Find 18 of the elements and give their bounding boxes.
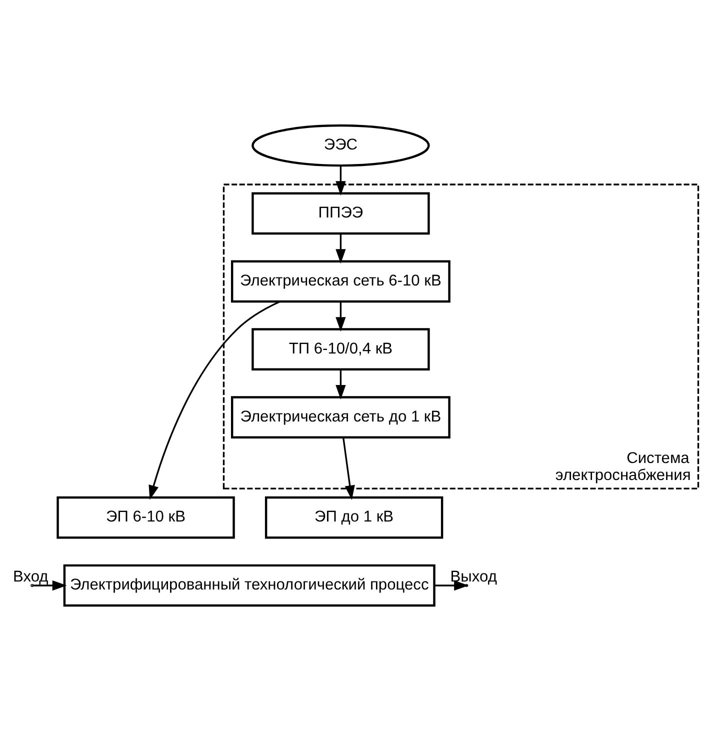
arrow	[342, 438, 355, 500]
arrow	[32, 580, 67, 591]
arrow	[336, 234, 346, 264]
node-box: Электрическая сеть 6-10 кВ	[230, 260, 450, 303]
arrow	[148, 300, 280, 500]
node-box: ЭП 6-10 кВ	[56, 496, 235, 539]
node-box: Электрическая сеть до 1 кВ	[230, 396, 450, 438]
node-ellipse: ЭЭС	[252, 124, 430, 167]
edge-label: Вход	[13, 568, 48, 586]
arrow	[336, 166, 346, 196]
arrow	[434, 580, 469, 591]
node-box: Электрифицированный технологический процесс	[63, 564, 436, 607]
node-box: ТП 6-10/0,4 кВ	[252, 328, 430, 371]
arrow	[336, 302, 346, 332]
edge-label: Выход	[450, 568, 497, 586]
node-box: ЭП до 1 кВ	[264, 496, 444, 539]
arrow	[336, 369, 346, 400]
node-box: ППЭЭ	[252, 192, 430, 235]
